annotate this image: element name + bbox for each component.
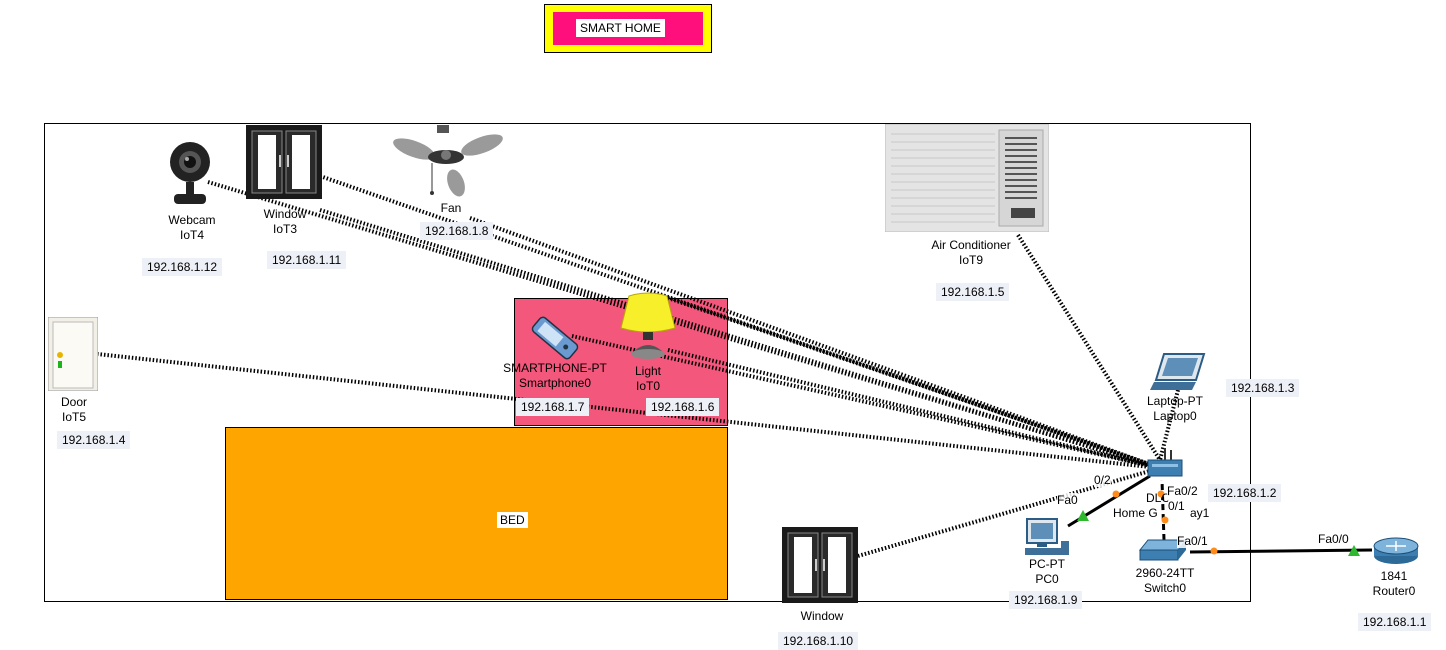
air-conditioner-ip: 192.168.1.5 [936,283,1010,301]
pc-device[interactable] [1025,517,1071,560]
window-iot3-ip: 192.168.1.11 [267,251,347,269]
port-label-gw-01: 0/1 [1168,499,1185,513]
home-gateway-name-tail: ay1 [1190,506,1210,520]
wireless-link-smartphone[interactable] [571,334,1161,470]
switch-device[interactable] [1138,538,1188,567]
link-pending-indicator-sw [1161,516,1169,524]
door-icon [47,316,99,392]
router-icon [1373,537,1419,564]
cable-switch-router[interactable] [1189,548,1373,554]
page-title: SMART HOME [576,19,665,37]
fan-ip: 192.168.1.8 [420,222,494,240]
webcam-ip: 192.168.1.12 [142,258,223,276]
wireless-link-laptop[interactable] [1158,389,1180,461]
link-up-indicator-router [1348,545,1360,556]
home-gateway-ip: 192.168.1.2 [1208,484,1282,502]
ceiling-fan-icon [393,125,503,197]
window-icon [246,125,322,199]
link-pending-indicator-sw2 [1210,547,1218,555]
bed-area[interactable] [225,427,728,600]
window-iot3-device[interactable] [246,125,322,202]
window-iot10-label: Window [800,609,844,623]
fan-device[interactable] [392,125,508,204]
smartphone-device[interactable] [528,316,582,363]
smartphone-ip: 192.168.1.7 [516,398,590,416]
title-frame [544,4,712,53]
home-gateway-device[interactable] [1146,448,1184,483]
laptop-ip: 192.168.1.3 [1226,379,1300,397]
wireless-link-ac[interactable] [1016,233,1162,462]
light-ip: 192.168.1.6 [646,398,720,416]
wireless-link-window3[interactable] [319,208,1161,470]
room-boundary [44,123,1251,602]
link-pending-indicator-gw [1112,490,1120,498]
door-device[interactable] [47,316,99,394]
window-icon [782,527,858,603]
door-ip: 192.168.1.4 [57,431,131,449]
port-label-rt-fa00: Fa0/0 [1318,532,1349,546]
home-gateway-name: Home G [1113,506,1158,520]
port-label-gw-fa02: Fa0/2 [1167,484,1198,498]
fan-label: Fan [440,201,462,215]
window-iot10-ip: 192.168.1.10 [778,632,859,650]
window-iot10-device[interactable] [782,527,858,606]
link-pending-indicator-gw2 [1157,490,1165,498]
air-conditioner-device[interactable] [884,123,1050,235]
home-gateway-icon [1147,448,1183,477]
laptop-icon [1150,353,1206,390]
port-label-sw-fa01: Fa0/1 [1177,534,1208,548]
home-gateway-label: DLC [1145,491,1171,505]
pc-ip: 192.168.1.9 [1009,591,1083,609]
air-conditioner-icon [884,123,1050,233]
router-ip: 192.168.1.1 [1358,613,1432,631]
laptop-device[interactable] [1150,352,1206,395]
link-up-indicator-pc [1077,510,1089,521]
smartphone-icon [531,316,579,360]
bed-label: BED [497,512,528,528]
cable-switch-gateway[interactable] [1160,479,1166,541]
port-label-pc-fa0: Fa0 [1057,493,1078,507]
pc-icon [1025,518,1069,555]
router-device[interactable] [1372,536,1420,569]
port-label-gw-02: 0/2 [1094,473,1111,487]
webcam-icon [170,142,210,204]
lamp-icon [620,292,676,359]
webcam-device[interactable] [166,140,214,213]
switch-icon [1138,539,1188,561]
wireless-link-webcam[interactable] [207,180,1161,470]
wireless-link-light-b[interactable] [667,348,1161,470]
light-device[interactable] [617,292,679,367]
wireless-link-light[interactable] [667,296,1161,470]
